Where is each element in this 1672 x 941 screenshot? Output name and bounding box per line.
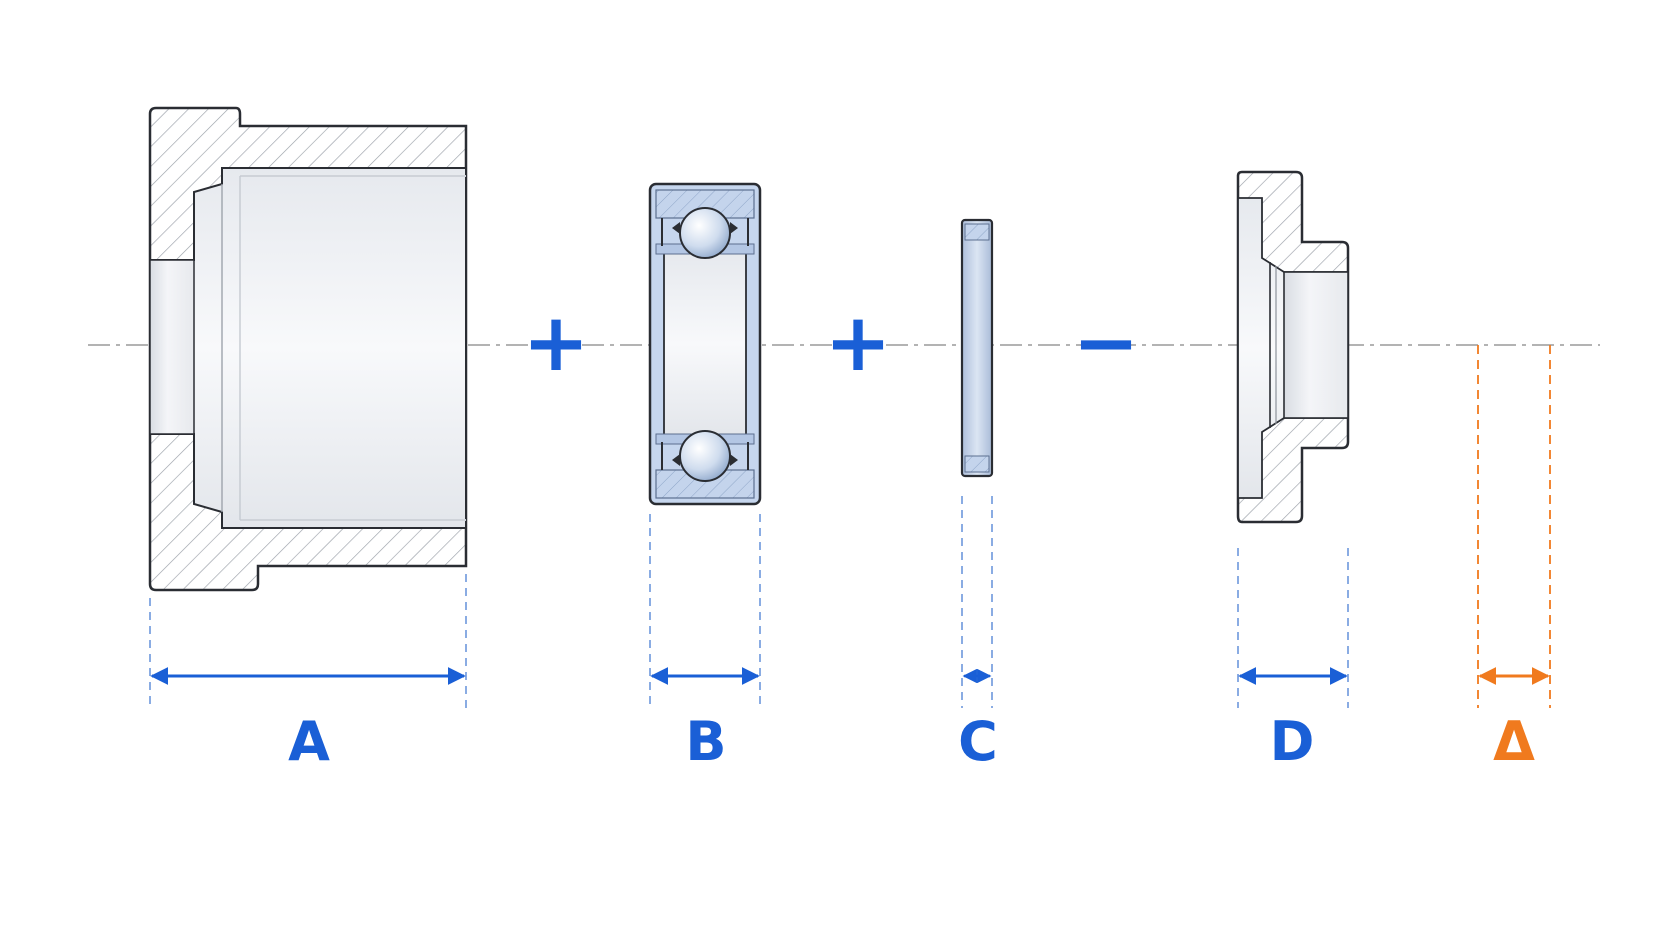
bearing-ball-bottom <box>679 430 731 482</box>
dimension-label-b: B <box>685 710 726 773</box>
operator-plus-1: + <box>522 296 589 389</box>
extension-lines <box>149 496 1349 708</box>
dimension-label-a: A <box>288 710 330 773</box>
delta-extension-lines <box>1477 345 1551 708</box>
operator-plus-2: + <box>824 296 891 389</box>
dimension-label-d: D <box>1270 710 1315 773</box>
flanged-cover-part <box>1236 170 1350 524</box>
shim-washer-part <box>960 218 994 478</box>
operator-minus: − <box>1072 296 1139 389</box>
bearing-ball-top <box>679 207 731 259</box>
dimension-label-c: C <box>958 710 998 773</box>
dimension-label-delta: Δ <box>1493 710 1535 773</box>
ball-bearing-part <box>648 182 762 506</box>
housing-part <box>148 106 468 592</box>
